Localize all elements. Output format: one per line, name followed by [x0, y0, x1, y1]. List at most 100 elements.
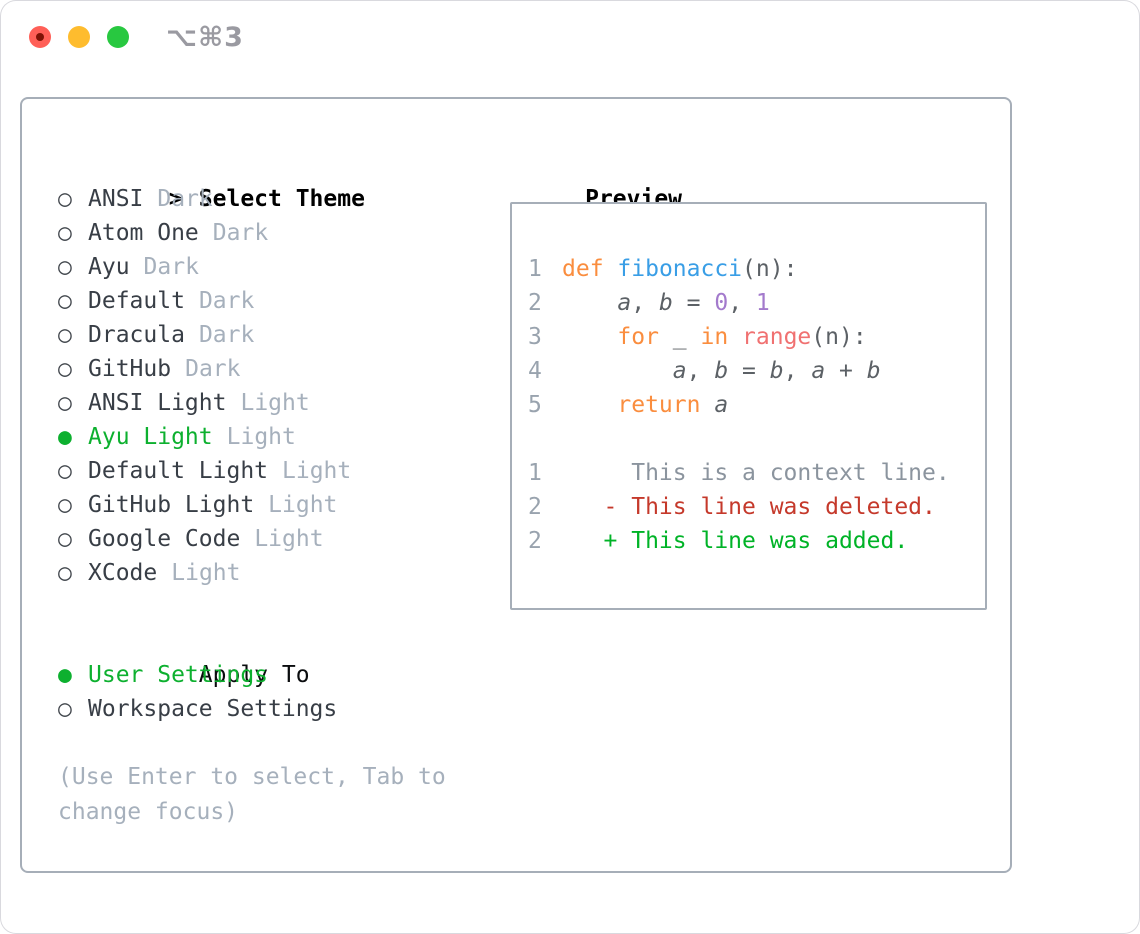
radio-selected-icon: ●	[58, 662, 72, 688]
radio-unselected-icon: ○	[58, 526, 72, 552]
code-line: 5 return a	[528, 388, 985, 422]
theme-variant-badge: Light	[240, 390, 310, 416]
token-plain: ,	[686, 358, 715, 384]
minimize-button[interactable]	[68, 26, 90, 48]
radio-unselected-icon: ○	[58, 492, 72, 518]
radio-unselected-icon: ○	[58, 356, 72, 382]
theme-variant-badge: Dark	[185, 356, 241, 382]
token-plain: =	[672, 290, 715, 316]
apply-to-option[interactable]: ○ Workspace Settings	[58, 692, 498, 726]
diff-text: + This line was added.	[562, 528, 909, 554]
theme-name: Ayu	[88, 254, 130, 280]
token-variable: b	[714, 358, 729, 384]
theme-variant-badge: Light	[282, 458, 352, 484]
theme-name: Default	[88, 288, 185, 314]
theme-name: Ayu Light	[88, 424, 213, 450]
token-number: 0	[714, 290, 729, 316]
theme-variant-badge: Light	[254, 526, 324, 552]
token-plain	[562, 324, 617, 350]
apply-to-option-label: Workspace Settings	[88, 696, 338, 722]
theme-name: XCode	[88, 560, 158, 586]
token-variable: a	[617, 290, 632, 316]
theme-option[interactable]: ○ XCode Light	[58, 556, 498, 590]
hint-text: (Use Enter to select, Tab to change focu…	[58, 764, 446, 825]
apply-to-option-label: User Settings	[88, 662, 269, 688]
token-plain	[604, 256, 618, 282]
theme-name: Default Light	[88, 458, 269, 484]
token-plain: _	[658, 324, 701, 350]
token-keyword: in	[700, 324, 729, 350]
theme-option[interactable]: ○ GitHub Dark	[58, 352, 498, 386]
token-keyword: return	[617, 392, 701, 418]
radio-unselected-icon: ○	[58, 254, 72, 280]
token-builtin: range	[742, 324, 812, 350]
theme-option[interactable]: ○ Ayu Dark	[58, 250, 498, 284]
token-plain: =	[728, 358, 770, 384]
token-plain: ,	[631, 290, 659, 316]
token-variable: a	[714, 392, 729, 418]
token-variable: a	[811, 358, 826, 384]
theme-variant-badge: Light	[171, 560, 241, 586]
token-plain	[562, 392, 617, 418]
theme-variant-badge: Light	[268, 492, 338, 518]
theme-name: Google Code	[88, 526, 241, 552]
theme-option[interactable]: ○ Google Code Light	[58, 522, 498, 556]
token-plain	[728, 324, 742, 350]
line-number: 1	[528, 256, 542, 282]
token-plain: +	[825, 358, 867, 384]
diff-line-deleted: 2 - This line was deleted.	[528, 490, 985, 524]
line-number: 5	[528, 392, 542, 418]
theme-variant-badge: Dark	[198, 322, 255, 348]
token-variable: a	[672, 358, 687, 384]
radio-unselected-icon: ○	[58, 186, 72, 212]
token-variable: b	[658, 290, 673, 316]
theme-variant-badge: Dark	[157, 186, 213, 212]
theme-variant-badge: Dark	[212, 220, 269, 246]
theme-name: GitHub	[88, 356, 172, 382]
code-line: 4 a, b = b, a + b	[528, 354, 985, 388]
theme-option[interactable]: ○ GitHub Light Light	[58, 488, 498, 522]
code-line: 1 def fibonacci(n):	[528, 252, 985, 286]
token-plain	[562, 358, 673, 384]
select-theme-title: Select Theme	[198, 186, 365, 212]
theme-variant-badge: Dark	[143, 254, 199, 280]
token-plain	[562, 290, 617, 316]
theme-variant-badge: Light	[226, 424, 296, 450]
zoom-button[interactable]	[107, 26, 129, 48]
preview-header: Preview	[502, 148, 682, 212]
select-theme-header: > Select Theme	[58, 148, 498, 212]
token-plain: ,	[728, 290, 756, 316]
theme-name: ANSI Light	[88, 390, 227, 416]
token-plain: (n):	[742, 256, 798, 282]
token-keyword: for	[617, 324, 659, 350]
line-number: 1	[528, 460, 542, 486]
close-button[interactable]	[29, 26, 51, 48]
code-line: 3 for _ in range(n):	[528, 320, 985, 354]
theme-variant-badge: Dark	[198, 288, 255, 314]
apply-to-option[interactable]: ● User Settings	[58, 658, 498, 692]
token-number: 1	[755, 290, 770, 316]
theme-name: Atom One	[88, 220, 199, 246]
diff-text: This is a context line.	[562, 460, 950, 486]
radio-unselected-icon: ○	[58, 560, 72, 586]
token-function: fibonacci	[617, 256, 743, 282]
line-number: 3	[528, 324, 542, 350]
token-variable: b	[769, 358, 784, 384]
prompt-caret-icon: >	[168, 186, 183, 212]
diff-block: 1 This is a context line. 2 - This line w…	[528, 456, 985, 558]
theme-name: GitHub Light	[88, 492, 255, 518]
token-plain: ,	[783, 358, 812, 384]
token-keyword: def	[562, 256, 604, 282]
code-line: 2 a, b = 0, 1	[528, 286, 985, 320]
token-variable: b	[866, 358, 881, 384]
radio-unselected-icon: ○	[58, 696, 72, 722]
